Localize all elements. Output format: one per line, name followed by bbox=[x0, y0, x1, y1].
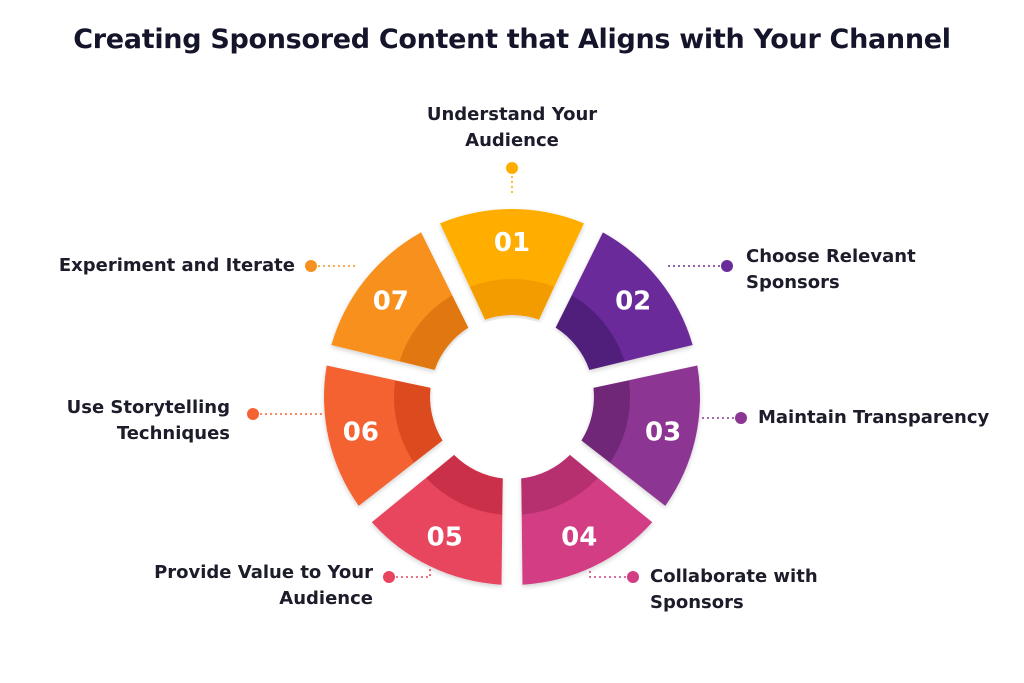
step-05-number: 05 bbox=[427, 523, 463, 553]
step-07-dot bbox=[305, 260, 317, 272]
step-07-inner-ring bbox=[399, 295, 469, 370]
step-01-number: 01 bbox=[494, 228, 530, 258]
step-05-dot bbox=[383, 571, 395, 583]
page-title: Creating Sponsored Content that Aligns w… bbox=[73, 24, 951, 55]
step-02-inner-ring bbox=[555, 295, 625, 370]
step-04-number: 04 bbox=[561, 523, 597, 553]
step-04-inner-ring bbox=[521, 455, 598, 515]
step-04-connector bbox=[589, 560, 626, 578]
step-05-connector bbox=[396, 560, 431, 578]
step-05-inner-ring bbox=[426, 455, 503, 515]
step-06-inner-ring bbox=[394, 380, 443, 463]
step-06-number: 06 bbox=[343, 417, 379, 447]
step-02-number: 02 bbox=[615, 286, 651, 316]
step-02-dot bbox=[721, 260, 733, 272]
step-04-dot bbox=[627, 571, 639, 583]
step-07-number: 07 bbox=[373, 286, 409, 316]
step-06-dot bbox=[247, 408, 259, 420]
step-01-dot bbox=[506, 162, 518, 174]
step-03-number: 03 bbox=[645, 417, 681, 447]
step-03-label: Maintain Transparency bbox=[758, 407, 990, 428]
step-03-dot bbox=[735, 412, 747, 424]
step-03-inner-ring bbox=[581, 380, 630, 463]
step-01-inner-ring bbox=[470, 279, 554, 320]
step-07-label: Experiment and Iterate bbox=[58, 255, 295, 276]
wheel-center bbox=[433, 318, 591, 476]
